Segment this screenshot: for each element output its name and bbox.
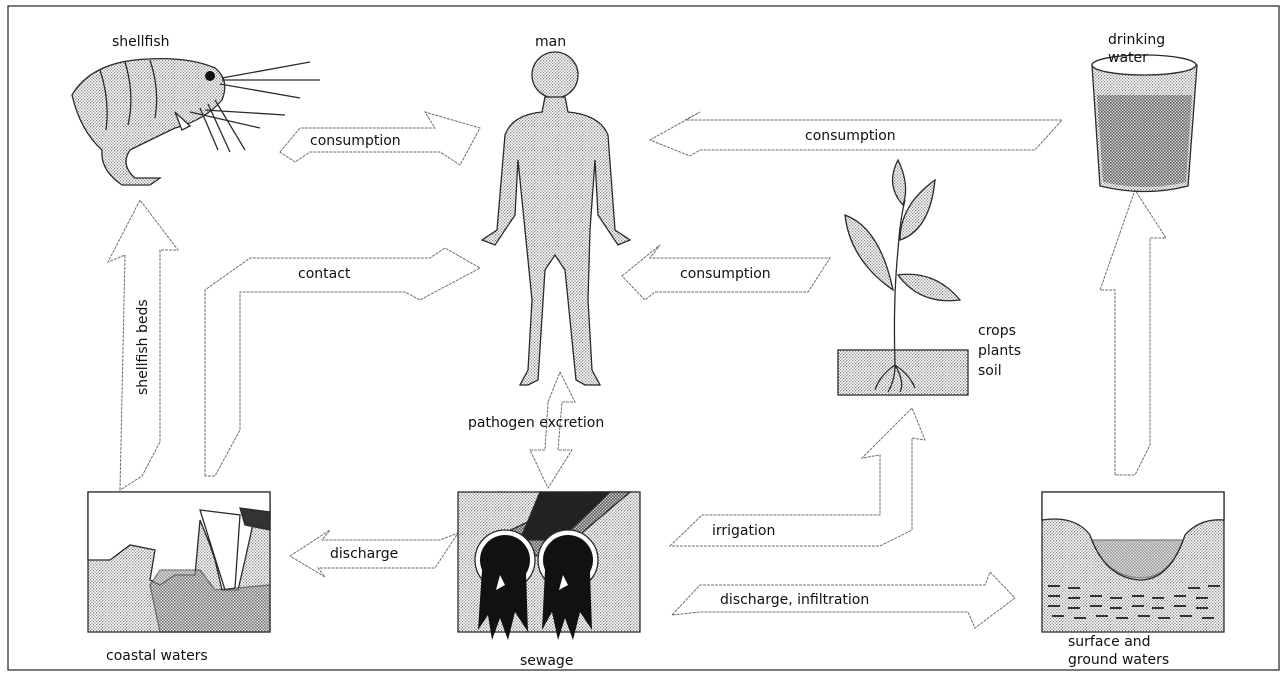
label-shellfish-consumption: consumption	[310, 133, 401, 149]
label-sewage: sewage	[520, 653, 573, 669]
label-contact: contact	[298, 266, 351, 282]
label-drinking-water-line1: drinking	[1108, 32, 1165, 48]
label-shellfish-beds: shellfish beds	[135, 299, 151, 395]
ground-water-illustration	[1042, 492, 1224, 632]
label-surface-waters-line2: ground waters	[1068, 652, 1169, 668]
label-surface-waters-line1: surface and	[1068, 634, 1151, 650]
label-discharge: discharge	[330, 546, 398, 562]
sewage-pipes-illustration	[458, 492, 640, 640]
arrow-contact	[205, 248, 480, 476]
label-shellfish: shellfish	[112, 34, 170, 50]
human-figure	[482, 52, 630, 385]
shrimp-illustration	[72, 59, 320, 185]
arrow-irrigation	[670, 408, 925, 546]
label-water-consumption: consumption	[805, 128, 896, 144]
label-drinking-water-line2: water	[1108, 50, 1148, 66]
label-crops-line2: plants	[978, 343, 1021, 359]
label-crop-consumption: consumption	[680, 266, 771, 282]
label-crops-line1: crops	[978, 323, 1016, 339]
label-crops-line3: soil	[978, 363, 1002, 379]
glass-illustration	[1092, 55, 1197, 192]
label-man: man	[535, 34, 566, 50]
coastal-illustration	[88, 492, 270, 632]
label-pathogen-excretion: pathogen excretion	[468, 415, 604, 431]
label-irrigation: irrigation	[712, 523, 775, 539]
arrow-water-supply	[1100, 190, 1166, 475]
plant-illustration	[838, 160, 968, 395]
label-discharge-infiltration: discharge, infiltration	[720, 592, 869, 608]
label-coastal-waters: coastal waters	[106, 648, 208, 664]
